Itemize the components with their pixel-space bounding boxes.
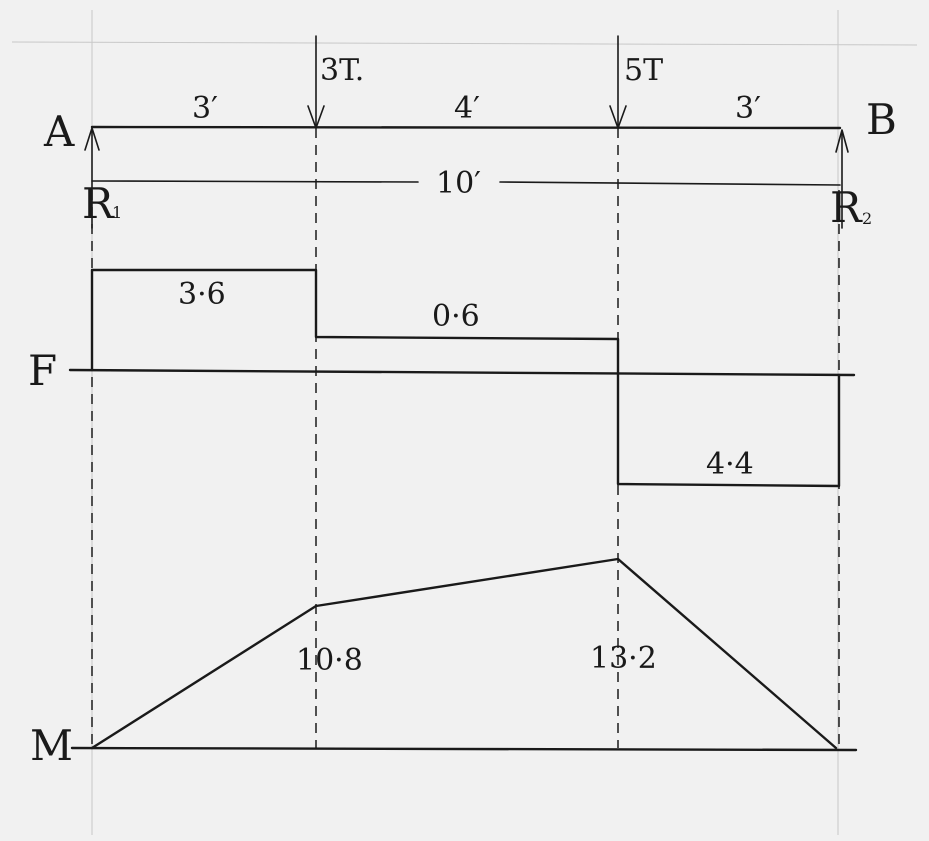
svg-text:2: 2 [862,209,872,228]
total-span-line-right [499,181,841,186]
svg-text:1: 1 [112,203,122,222]
span-label-1: 3′ [192,91,218,126]
sheet-guide-top [11,41,918,46]
end-label-a: A [43,107,75,156]
svg-text:R: R [830,183,863,232]
load-label-1: 3T. [320,53,364,88]
shear-value-3: 4·4 [706,447,754,482]
end-label-b: B [866,95,897,144]
shear-force-outline [90,268,841,488]
load-arrow-1 [307,35,325,129]
moment-value-2: 13·2 [590,641,657,676]
reaction-label-right: R 2 [830,183,872,232]
moment-axis-label: M [30,721,73,770]
total-span-line-left [91,180,419,183]
shear-value-2: 0·6 [432,299,480,334]
shear-axis [68,368,856,377]
load-arrow-2 [609,35,627,129]
reaction-arrow-left [84,127,100,229]
moment-axis [70,746,858,752]
shear-value-1: 3·6 [178,277,226,312]
shear-axis-label: F [28,346,57,395]
svg-text:R: R [82,179,115,228]
bending-moment-outline [90,557,838,750]
span-label-3: 3′ [735,91,761,126]
reaction-arrow-right [835,129,849,229]
total-span-label: 10′ [436,166,481,201]
moment-value-1: 10·8 [296,643,363,678]
load-label-2: 5T [624,53,663,88]
span-label-2: 4′ [454,91,480,126]
reaction-label-left: R 1 [82,179,122,228]
beam-line [90,125,842,130]
